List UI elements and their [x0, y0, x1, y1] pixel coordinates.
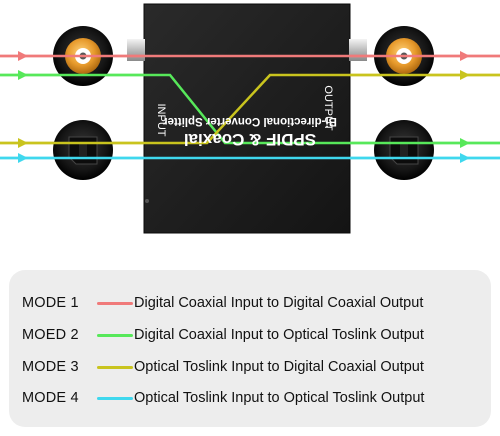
- arrow-icon: [460, 51, 470, 61]
- legend-row-mode1: MODE 1 Digital Coaxial Input to Digital …: [9, 290, 491, 316]
- coax-barrel-left: [127, 39, 145, 61]
- input-label: INPUT: [155, 104, 167, 137]
- arrow-icon: [18, 51, 28, 61]
- mode3-color-line: [97, 365, 133, 369]
- converter-body: [143, 3, 351, 234]
- arrow-icon: [18, 138, 28, 148]
- mode4-color-line: [97, 396, 133, 400]
- converter-diagram: SPDIF & Coaxial Bi-directional Converter…: [0, 3, 500, 234]
- arrow-icon: [460, 153, 470, 163]
- optical-jack-right: [374, 120, 434, 180]
- arrow-icon: [460, 138, 470, 148]
- legend-row-mode3: MODE 3 Optical Toslink Input to Digital …: [9, 354, 491, 380]
- mode-description: Optical Toslink Input to Digital Coaxial…: [134, 359, 424, 375]
- device-title: SPDIF & Coaxial: [184, 130, 316, 149]
- coax-barrel-right: [349, 39, 367, 61]
- optical-jack-left: [53, 120, 113, 180]
- mode2-color-line: [97, 333, 133, 337]
- arrowheads: [18, 51, 470, 163]
- mode-description: Digital Coaxial Input to Digital Coaxial…: [134, 295, 424, 311]
- mode-legend: MODE 1 Digital Coaxial Input to Digital …: [9, 270, 491, 427]
- arrow-icon: [18, 153, 28, 163]
- arrow-icon: [18, 70, 28, 80]
- mode-label: MODE 4: [22, 390, 79, 406]
- arrow-icon: [460, 70, 470, 80]
- device-subtitle: Bi-directional Converter Splitter: [163, 115, 337, 127]
- screw-icon: [145, 199, 149, 203]
- mode-description: Optical Toslink Input to Optical Toslink…: [134, 390, 425, 406]
- mode-description: Digital Coaxial Input to Optical Toslink…: [134, 327, 424, 343]
- mode-label: MODE 1: [22, 295, 79, 311]
- output-label: OUTPUT: [322, 85, 334, 131]
- legend-row-mode4: MODE 4 Optical Toslink Input to Optical …: [9, 385, 491, 411]
- mode-label: MODE 3: [22, 359, 79, 375]
- mode1-color-line: [97, 301, 133, 305]
- mode-label: MOED 2: [22, 327, 79, 343]
- legend-row-mode2: MOED 2 Digital Coaxial Input to Optical …: [9, 322, 491, 348]
